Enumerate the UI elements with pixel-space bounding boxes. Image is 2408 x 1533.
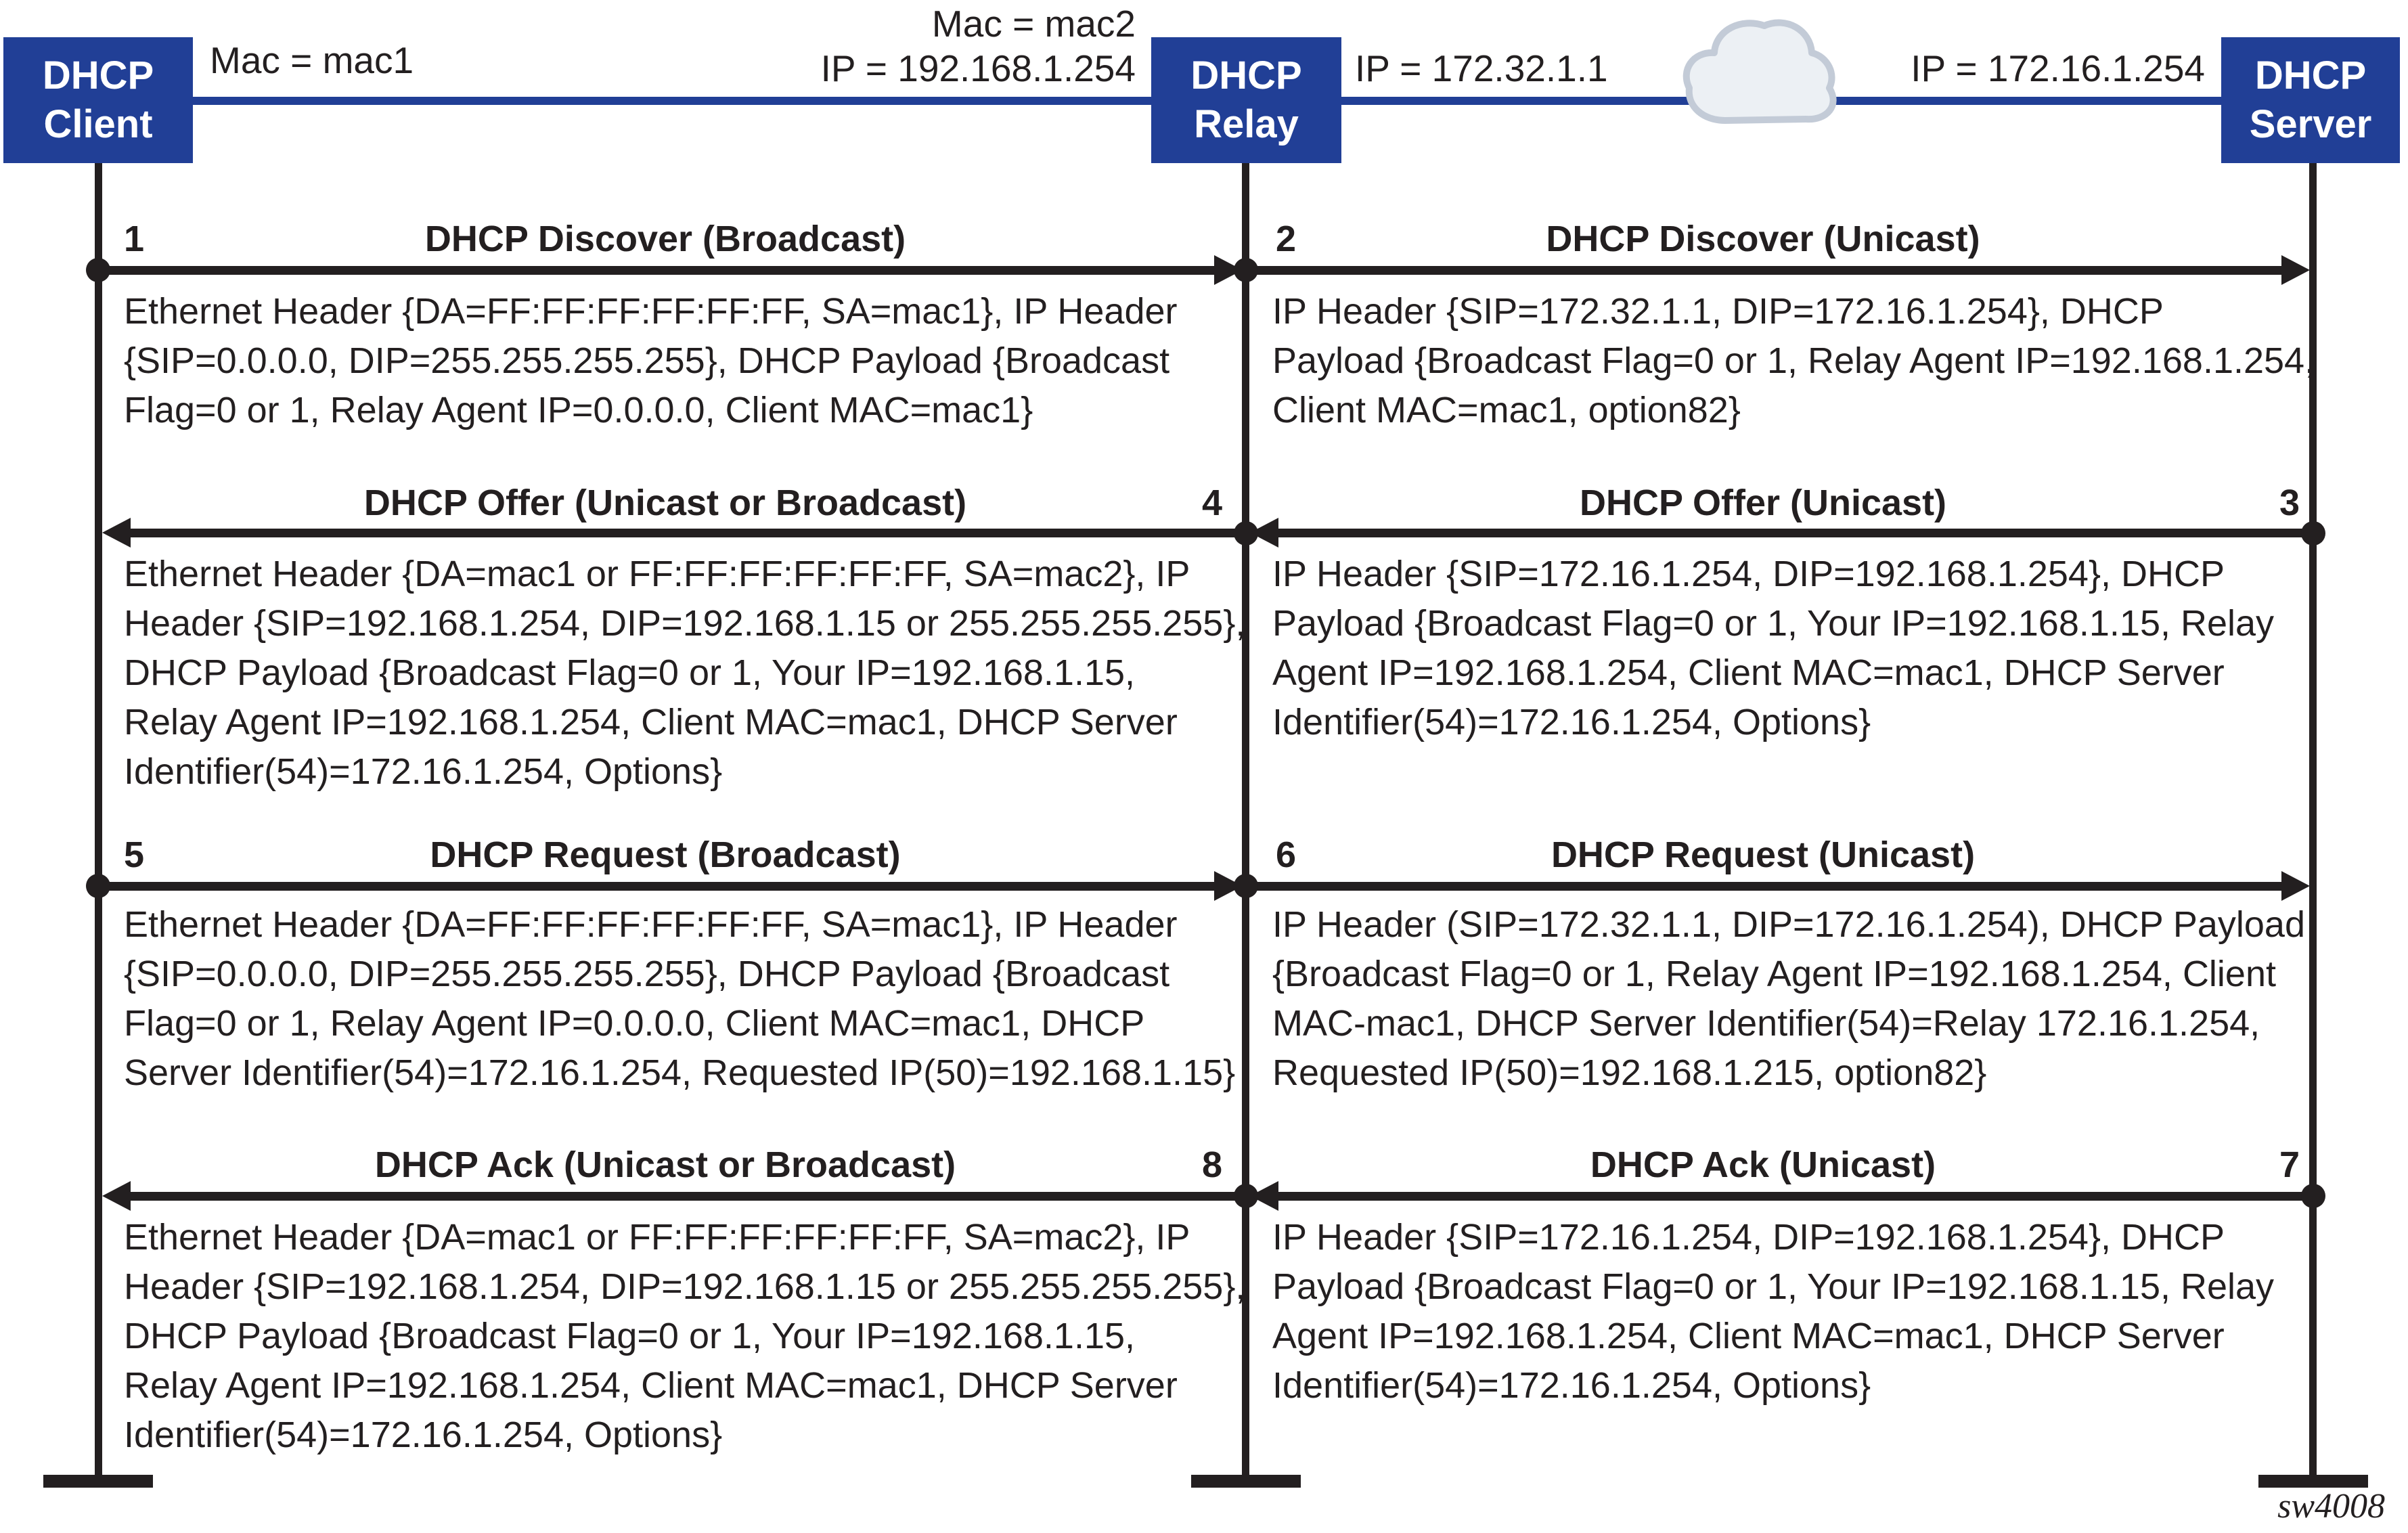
message-title: DHCP Offer (Unicast or Broadcast) [363, 483, 967, 523]
message-title: DHCP Discover (Unicast) [1546, 219, 1980, 259]
message-title: DHCP Offer (Unicast) [1579, 483, 1947, 523]
message-arrow-line [98, 882, 1216, 891]
message-title: DHCP Discover (Broadcast) [424, 219, 906, 259]
relay-lifeline-foot [1191, 1475, 1301, 1488]
message-arrow-line [98, 266, 1216, 275]
message-payload: IP Header {SIP=172.16.1.254, DIP=192.168… [1272, 554, 2275, 742]
message-title: DHCP Request (Broadcast) [430, 835, 901, 875]
arrowhead-left-icon [102, 518, 131, 548]
arrowhead-left-icon [1250, 1181, 1278, 1211]
message-number: 5 [124, 835, 145, 875]
message-arrow-line [131, 529, 1246, 537]
dhcp-client-node: DHCP Client [3, 37, 193, 163]
message-payload: Ethernet Header {DA=FF:FF:FF:FF:FF:FF, S… [124, 291, 1178, 430]
message-number: 2 [1276, 219, 1297, 259]
dhcp-client-label: DHCP Client [42, 53, 154, 146]
message-number: 7 [2279, 1145, 2300, 1185]
message-number: 4 [1201, 483, 1222, 523]
message-title: DHCP Ack (Unicast or Broadcast) [374, 1145, 956, 1185]
dhcp-server-node: DHCP Server [2221, 37, 2400, 163]
message-arrow-line [131, 1192, 1246, 1201]
message-number: 1 [124, 219, 145, 259]
figure-code-label: sw4008 [2277, 1487, 2385, 1526]
arrowhead-right-icon [2281, 255, 2310, 285]
client-lifeline [95, 163, 102, 1479]
message-number: 6 [1276, 835, 1297, 875]
arrowhead-right-icon [2281, 871, 2310, 901]
relay-lifeline [1242, 163, 1249, 1479]
message-number: 8 [1201, 1145, 1222, 1185]
message-payload: Ethernet Header {DA=mac1 or FF:FF:FF:FF:… [124, 1217, 1246, 1455]
arrowhead-left-icon [102, 1181, 131, 1211]
arrowhead-left-icon [1250, 518, 1278, 548]
message-arrow-line [1278, 1192, 2313, 1201]
relay-mac-label: Mac = mac2 [931, 3, 1136, 45]
message-number: 3 [2279, 483, 2300, 523]
relay-wan-ip-label: IP = 172.32.1.1 [1355, 47, 1608, 89]
wan-cloud-icon [1682, 19, 1837, 124]
relay-lan-ip-label: IP = 192.168.1.254 [820, 47, 1136, 89]
message-arrow-line [1246, 266, 2283, 275]
dhcp-relay-node: DHCP Relay [1151, 37, 1341, 163]
message-title: DHCP Ack (Unicast) [1590, 1145, 1936, 1185]
message-arrow-line [1246, 882, 2283, 891]
server-lifeline-foot [2258, 1475, 2368, 1488]
message-payload: Ethernet Header {DA=FF:FF:FF:FF:FF:FF, S… [124, 904, 1236, 1093]
message-payload: IP Header {SIP=172.32.1.1, DIP=172.16.1.… [1272, 291, 2315, 430]
dhcp-relay-label: DHCP Relay [1190, 53, 1302, 146]
message-payload: IP Header (SIP=172.32.1.1, DIP=172.16.1.… [1272, 904, 2305, 1093]
client-lifeline-foot [43, 1475, 153, 1488]
client-mac-label: Mac = mac1 [210, 39, 414, 81]
server-lifeline [2309, 163, 2317, 1479]
message-title: DHCP Request (Unicast) [1551, 835, 1976, 875]
dhcp-server-label: DHCP Server [2249, 53, 2372, 146]
message-arrow-line [1278, 529, 2313, 537]
message-payload: IP Header {SIP=172.16.1.254, DIP=192.168… [1272, 1217, 2275, 1406]
message-payload: Ethernet Header {DA=mac1 or FF:FF:FF:FF:… [124, 554, 1246, 792]
server-ip-label: IP = 172.16.1.254 [1911, 47, 2205, 89]
